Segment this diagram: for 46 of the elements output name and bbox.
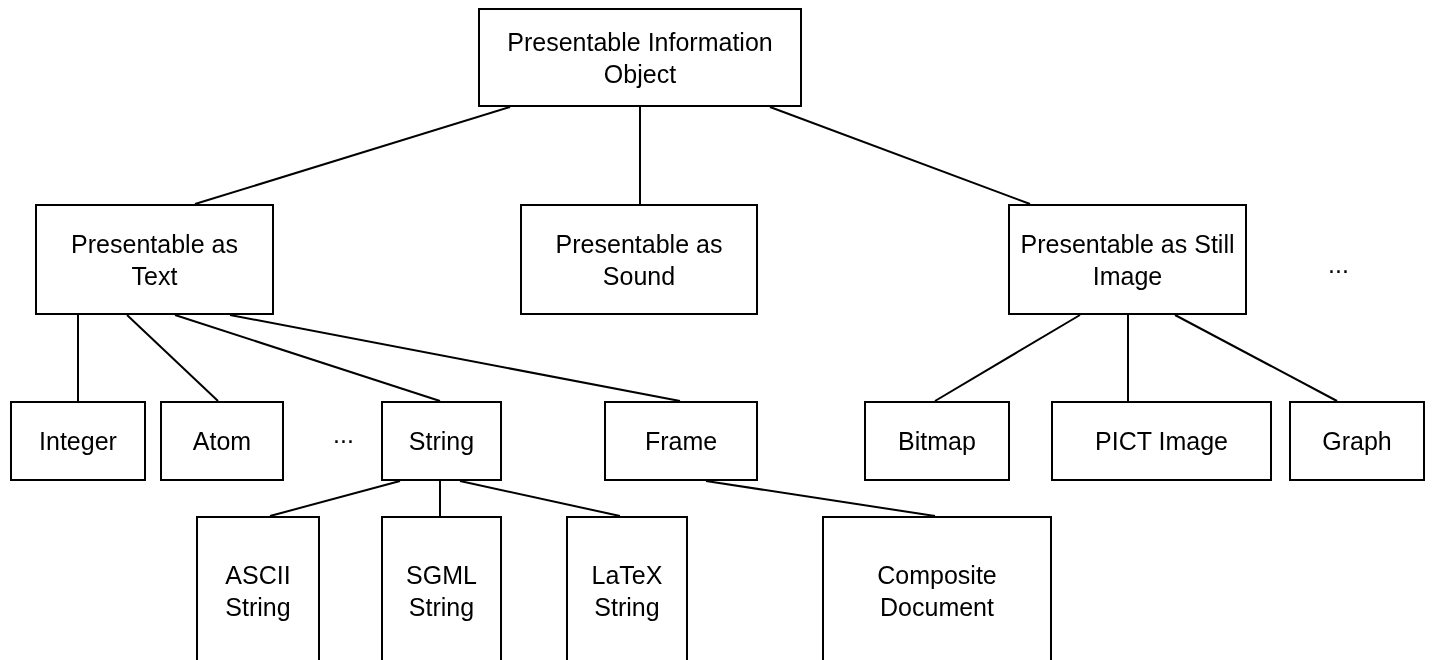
class-name: SGML String [405, 560, 478, 623]
class-box [196, 516, 320, 660]
class-box [1289, 401, 1425, 481]
connector-line [229, 314, 681, 402]
class-box [381, 516, 502, 660]
class-box [822, 516, 1052, 660]
class-box [604, 401, 758, 481]
class-name: Presentable Information Object [506, 26, 774, 90]
class-name: PICT Image [1095, 426, 1228, 457]
connector-line [1127, 314, 1129, 402]
connector-line [174, 314, 441, 402]
class-box [10, 401, 146, 481]
class-name: LaTeX String [590, 560, 664, 623]
class-box [864, 401, 1010, 481]
class-box [1051, 401, 1272, 481]
class-box [520, 204, 758, 315]
connector-line [194, 106, 511, 205]
class-box [35, 204, 274, 315]
connector-line [705, 480, 936, 517]
connector-line [126, 314, 219, 402]
class-box [381, 401, 502, 481]
class-name: Integer [39, 426, 117, 457]
class-name: Frame [644, 426, 718, 457]
class-name: Bitmap [898, 426, 976, 457]
connector-line [269, 480, 401, 517]
connector-line [1174, 314, 1338, 402]
connector-line [639, 106, 641, 205]
class-name: Graph [1322, 426, 1392, 457]
class-name: Atom [192, 426, 252, 457]
class-box [566, 516, 688, 660]
class-name: Composite Document [876, 560, 998, 623]
class-name: ASCII String [224, 560, 292, 623]
connector-line [439, 480, 441, 517]
class-box [478, 8, 802, 107]
connector-line [934, 314, 1081, 402]
class-name: Presentable as Text [70, 228, 239, 292]
connector-line [769, 106, 1031, 205]
ellipsis-label: ... [333, 420, 354, 449]
connector-line [459, 480, 621, 517]
class-box [160, 401, 284, 481]
class-name: Presentable as Sound [554, 228, 724, 292]
connector-line [77, 314, 79, 402]
class-name: String [408, 426, 475, 457]
class-name: Presentable as Still Image [1019, 228, 1236, 292]
ellipsis-label: ... [1328, 250, 1349, 279]
class-box [1008, 204, 1247, 315]
